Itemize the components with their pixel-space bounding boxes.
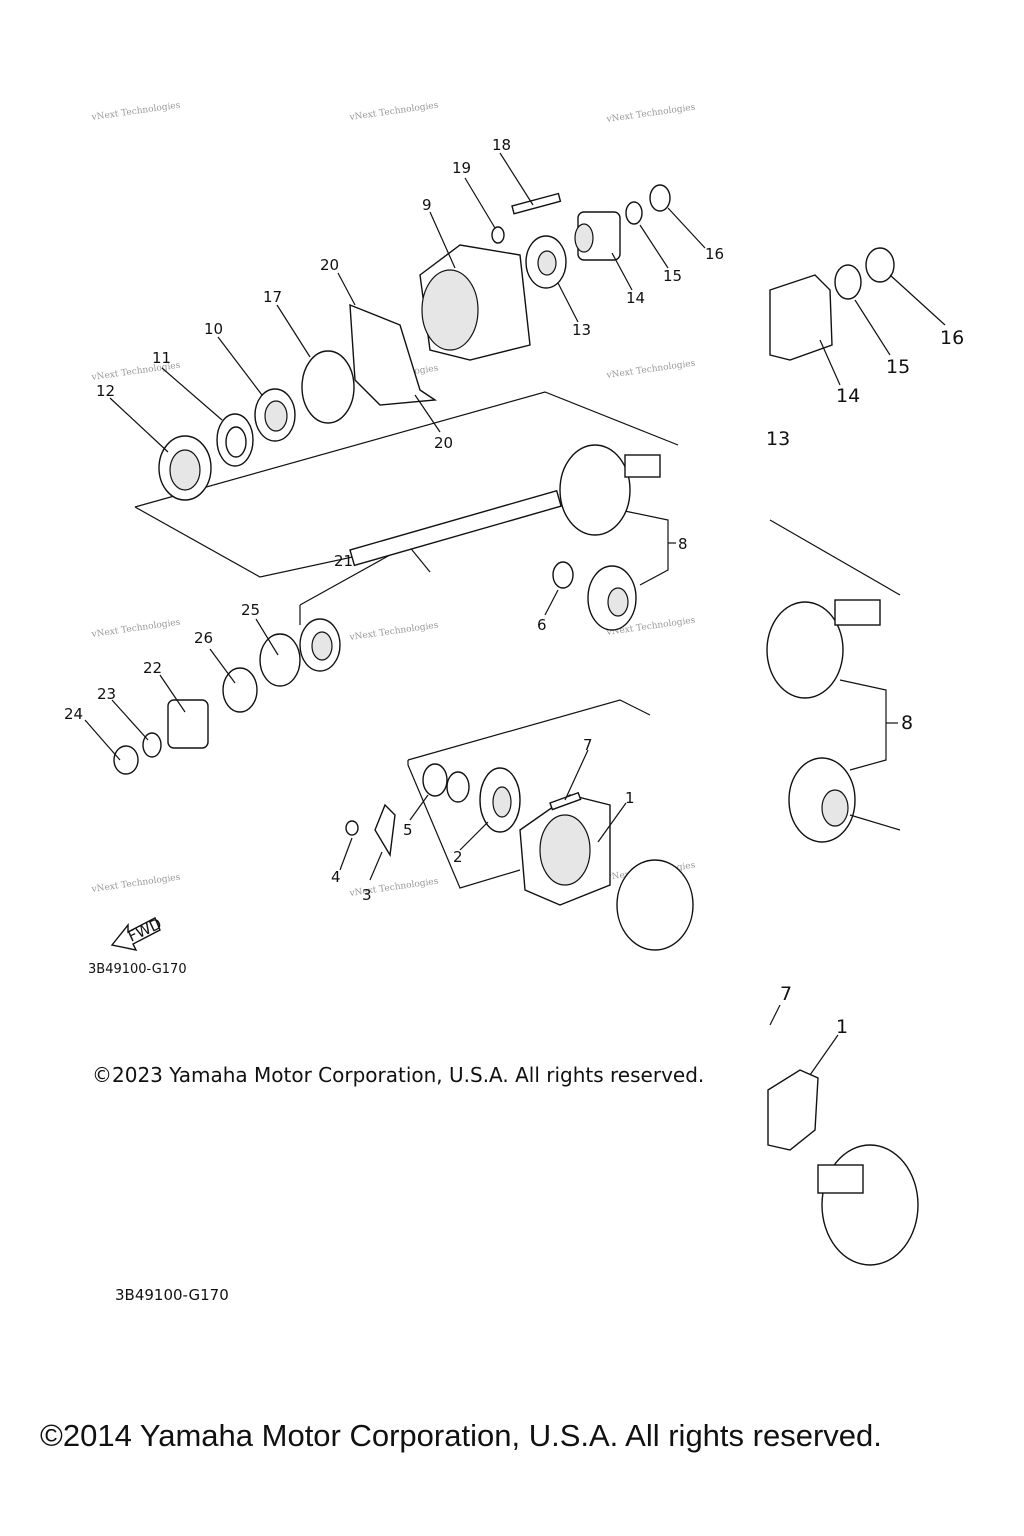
callout-8: 8	[678, 535, 688, 553]
callout-10: 10	[204, 320, 223, 338]
part-15-washer	[625, 201, 643, 225]
part-8-ring-gear	[559, 444, 661, 536]
callout-22: 22	[143, 659, 162, 677]
callout-25: 25	[241, 601, 260, 619]
part-6-nut	[552, 561, 574, 589]
callout-26: 26	[194, 629, 213, 647]
part-17-o-ring	[301, 350, 355, 424]
watermark: vNext Technologies	[348, 621, 439, 644]
fwd-label: FWD	[125, 915, 164, 946]
watermark: vNext Technologies	[90, 873, 181, 896]
part-16-nut	[649, 184, 671, 212]
zoom-callout-8: 8	[901, 712, 913, 734]
part-1-housing	[519, 794, 611, 906]
part-4-screw	[345, 820, 359, 836]
part-19-washer	[491, 226, 505, 244]
part-5-shims	[422, 763, 470, 803]
part-20-gasket	[349, 303, 438, 406]
part-11-spacer	[216, 413, 254, 467]
callout-20: 20	[320, 256, 339, 274]
fwd-arrow: FWD	[110, 915, 164, 951]
part-12-bearing	[158, 435, 212, 501]
callout-1: 1	[625, 789, 635, 807]
callout-2: 2	[453, 848, 463, 866]
part-25-collar	[259, 633, 301, 687]
callout-5: 5	[403, 821, 413, 839]
callout-11: 11	[152, 349, 171, 367]
callout-24: 24	[64, 705, 83, 723]
part-13-bearing	[525, 235, 567, 289]
callout-14: 14	[626, 289, 645, 307]
callout-20-lower: 20	[434, 434, 453, 452]
callout-7: 7	[583, 736, 593, 754]
watermark: vNext Technologies	[605, 103, 696, 126]
callout-23: 23	[97, 685, 116, 703]
zoom-callout-7: 7	[780, 983, 792, 1005]
part-24-nut	[113, 745, 139, 775]
zoom-callout-13: 13	[766, 428, 790, 450]
zoom-callout-14: 14	[836, 385, 860, 407]
part-8-pinion-gear	[587, 565, 637, 631]
callout-21: 21	[334, 552, 353, 570]
zoomed-detail: 14 15 16 13 8 7 1	[766, 247, 964, 1266]
part-14-coupling	[574, 211, 621, 261]
callout-9: 9	[422, 196, 432, 214]
part-2-bearing	[479, 767, 521, 833]
watermark: vNext Technologies	[348, 101, 439, 124]
callout-13: 13	[572, 321, 591, 339]
copyright-2014: ©2014 Yamaha Motor Corporation, U.S.A. A…	[40, 1418, 882, 1453]
zoom-callout-1: 1	[836, 1016, 848, 1038]
watermark: vNext Technologies	[90, 618, 181, 641]
zoom-callout-16: 16	[940, 327, 964, 349]
callout-labels: 18 19 9 20 17 10 11 12 20 13 14 15 16 8 …	[64, 136, 724, 904]
callout-15: 15	[663, 267, 682, 285]
part-10-bearing	[254, 388, 296, 442]
part-22-coupling	[167, 699, 209, 749]
watermark: vNext Technologies	[90, 101, 181, 124]
diagram-code: 3B49100-G170	[88, 962, 187, 977]
callout-18: 18	[492, 136, 511, 154]
part-3-plate	[374, 803, 396, 858]
callout-12: 12	[96, 382, 115, 400]
callout-6: 6	[537, 616, 547, 634]
part-21-bearing	[299, 618, 341, 672]
callout-3: 3	[362, 886, 372, 904]
zoom-callout-15: 15	[886, 356, 910, 378]
assembly-outline	[134, 391, 679, 889]
part-7-bolt	[549, 791, 582, 811]
part-9-housing	[419, 244, 531, 361]
leader-lines	[84, 152, 706, 881]
diagram-code-large: 3B49100-G170	[115, 1286, 229, 1304]
callout-19: 19	[452, 159, 471, 177]
watermark: vNext Technologies	[605, 359, 696, 382]
part-18-bolt	[511, 192, 562, 215]
copyright-2023: ©2023 Yamaha Motor Corporation, U.S.A. A…	[92, 1063, 705, 1087]
part-1-gear-case	[616, 859, 694, 951]
callout-17: 17	[263, 288, 282, 306]
callout-16: 16	[705, 245, 724, 263]
part-21-shaft	[349, 489, 562, 567]
callout-4: 4	[331, 868, 341, 886]
